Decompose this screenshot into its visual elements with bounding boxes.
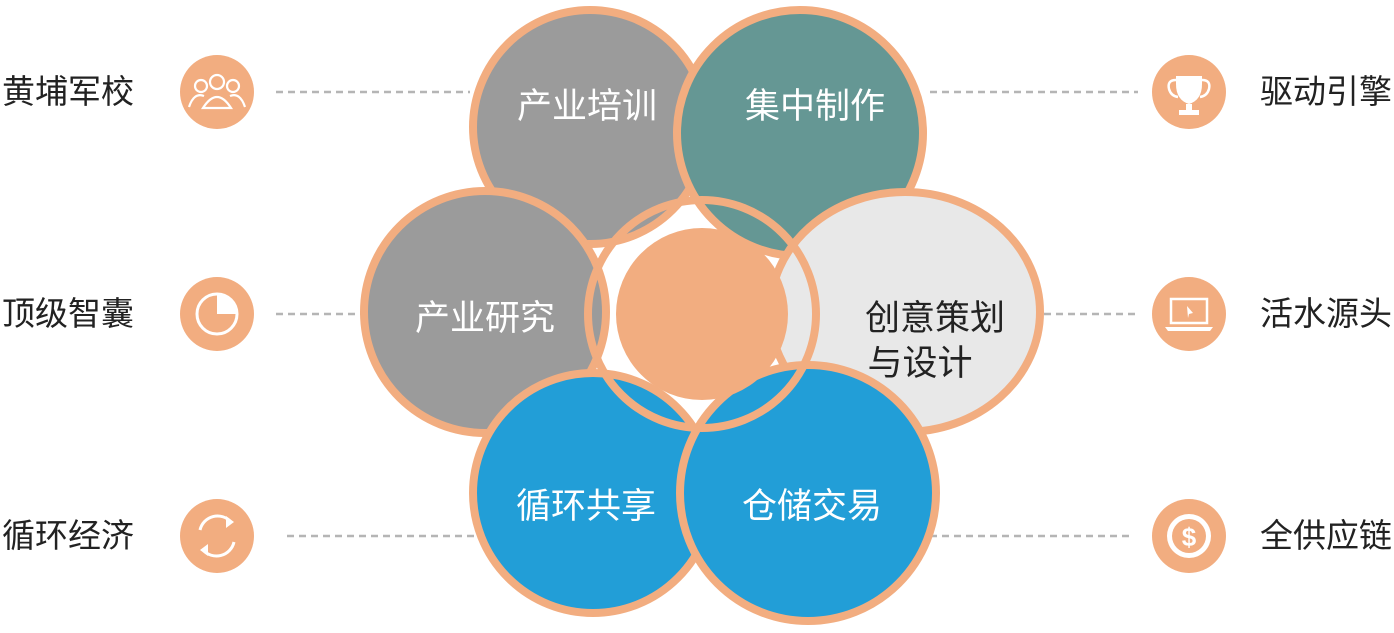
svg-text:$: $ — [1182, 522, 1197, 552]
petal-label-research: 产业研究 — [415, 299, 555, 339]
left-label-2: 顶级智囊 — [2, 294, 134, 333]
left-label-3: 循环经济 — [2, 516, 134, 555]
petal-label-storage: 仓储交易 — [742, 487, 882, 527]
right-label-2: 活水源头 — [1260, 294, 1392, 333]
center-core — [616, 228, 788, 400]
dollar-seal-icon: $ — [1152, 499, 1226, 573]
pie-chart-icon — [180, 277, 254, 351]
trophy-icon — [1152, 55, 1226, 129]
petal-label-training: 产业培训 — [517, 87, 657, 127]
laptop-icon — [1152, 277, 1226, 351]
petal-label-creative-line2: 与设计 — [867, 344, 972, 384]
left-label-1: 黄埔军校 — [2, 72, 134, 111]
petal-label-creative-line1: 创意策划 — [865, 299, 1005, 339]
people-group-icon — [180, 55, 254, 129]
refresh-cycle-icon — [180, 499, 254, 573]
right-label-3: 全供应链 — [1260, 516, 1392, 555]
right-label-1: 驱动引擎 — [1260, 72, 1392, 111]
center-ring — [584, 196, 820, 432]
petal-label-circular: 循环共享 — [516, 487, 656, 527]
petal-label-production: 集中制作 — [745, 87, 885, 127]
